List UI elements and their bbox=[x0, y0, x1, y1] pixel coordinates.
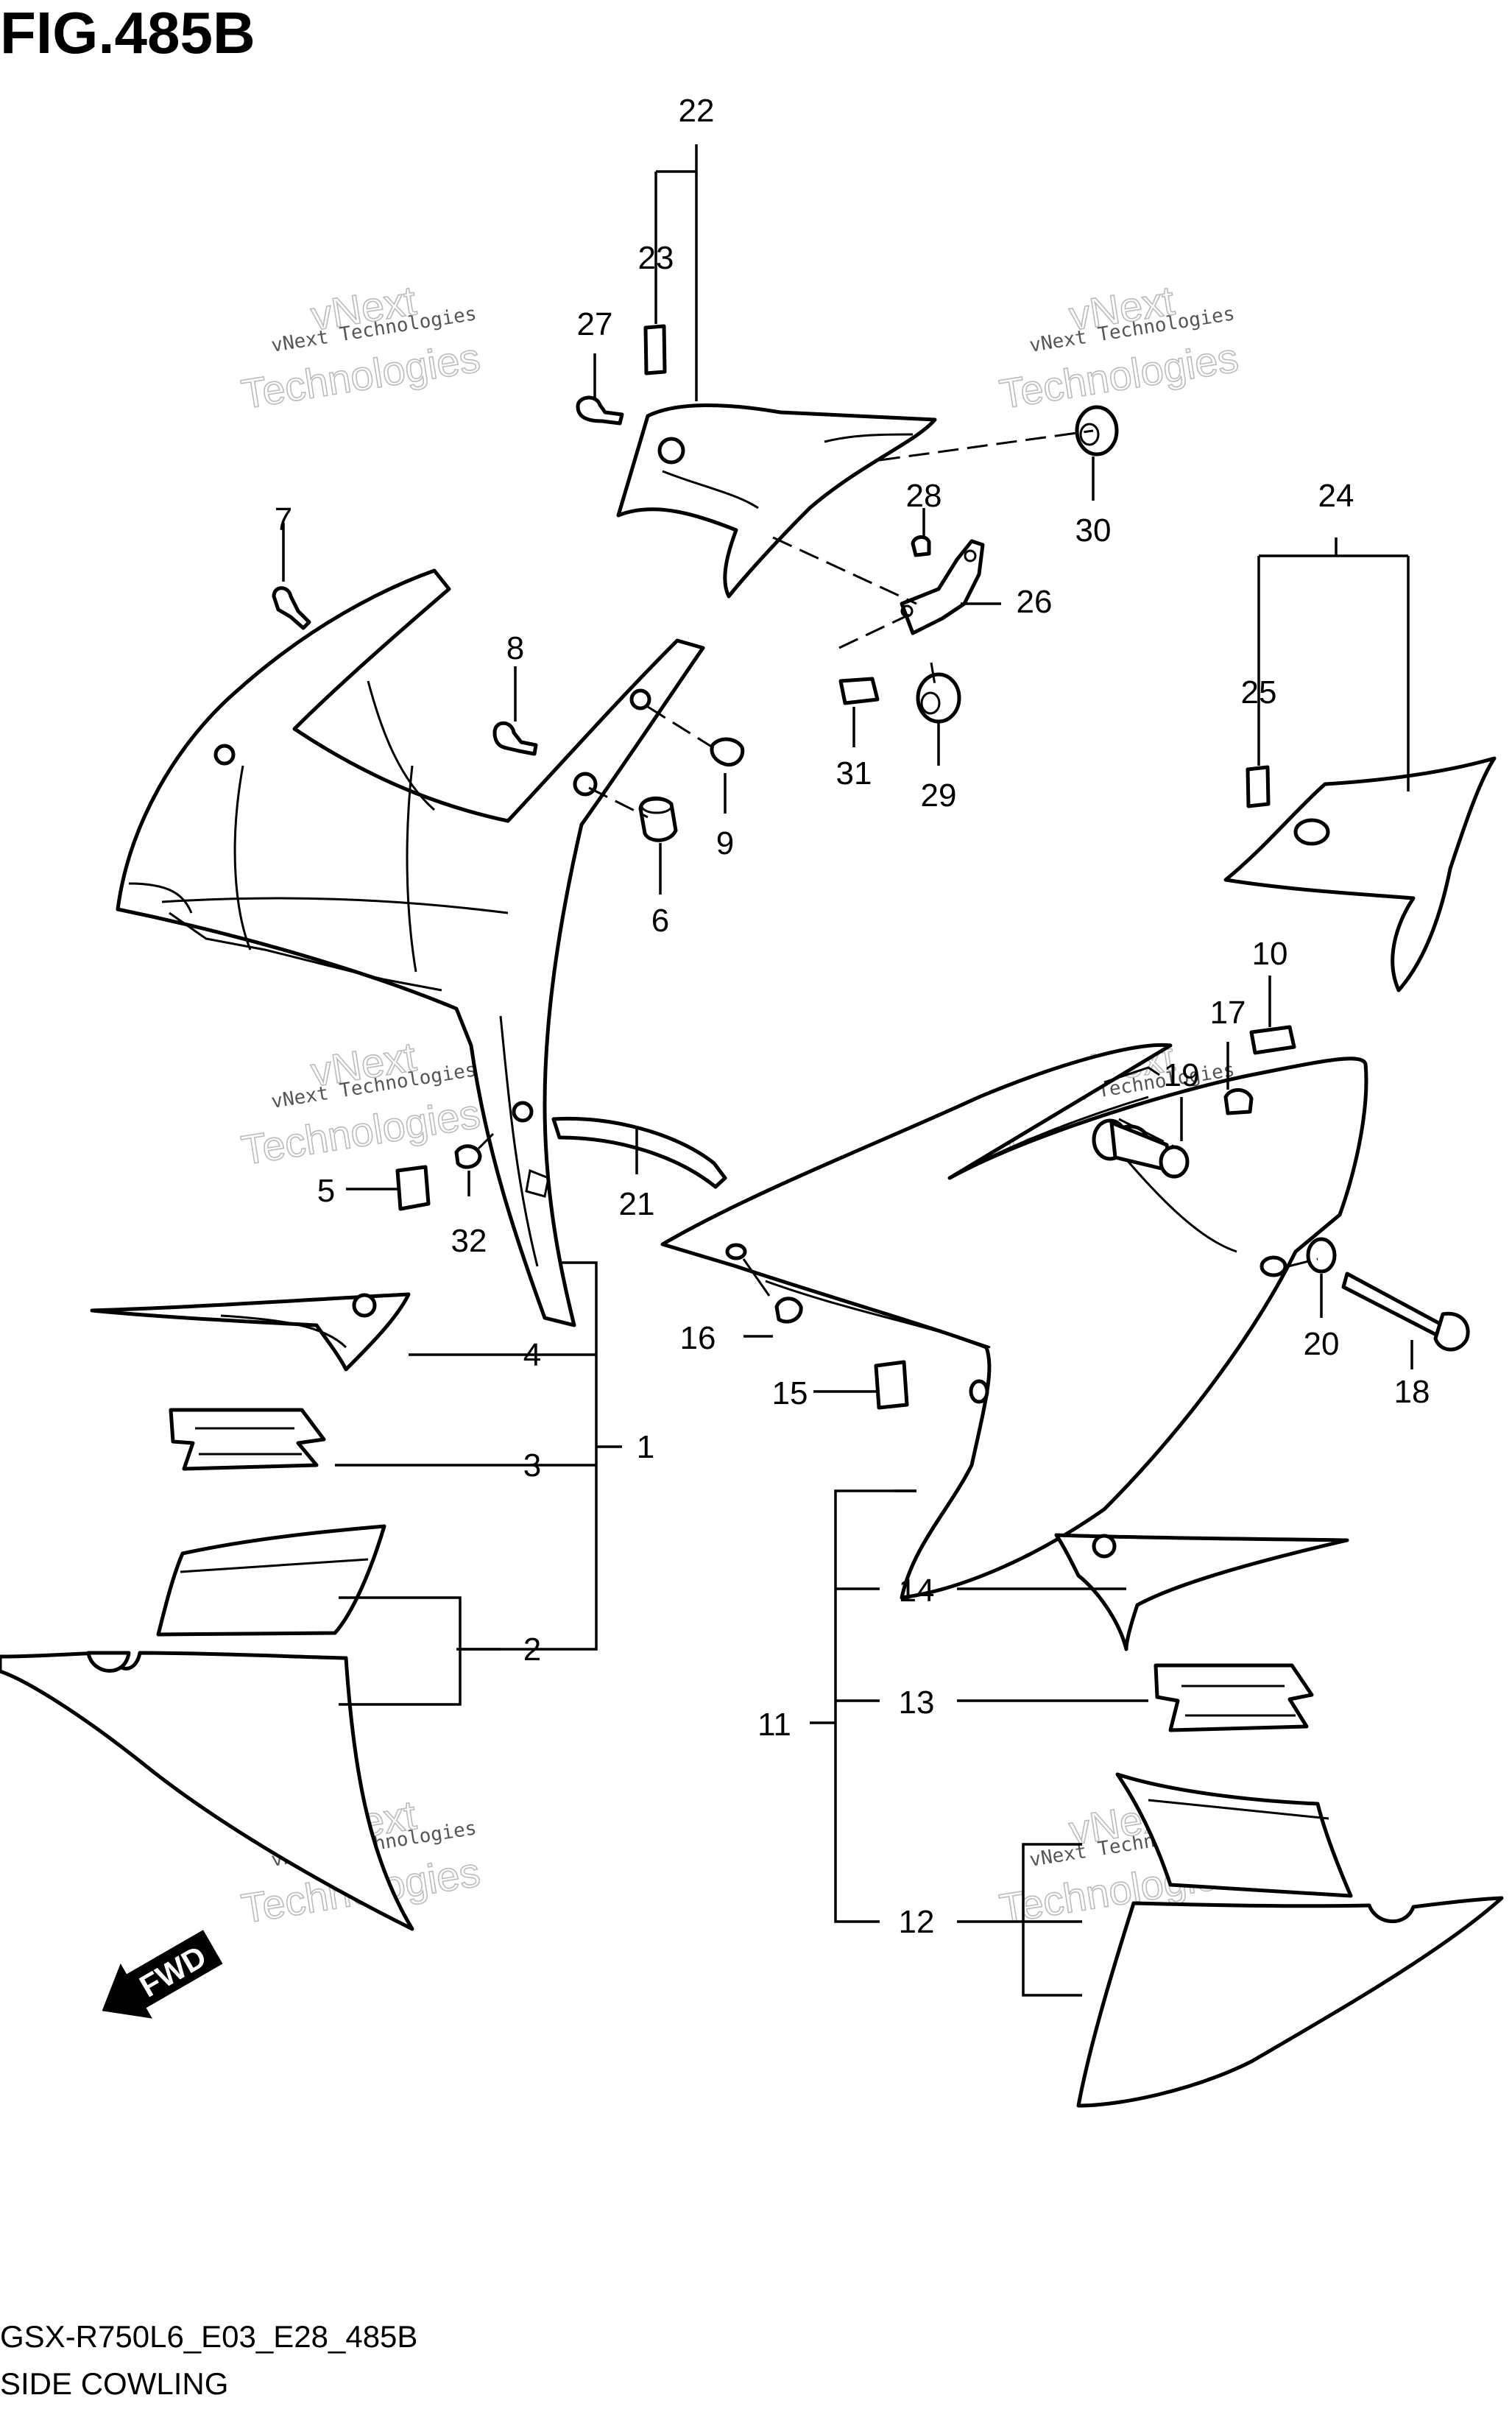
callout-22: 22 bbox=[679, 93, 715, 129]
diagram-name: SIDE COWLING bbox=[0, 2366, 228, 2401]
callout-1: 1 bbox=[637, 1429, 654, 1465]
callout-8: 8 bbox=[506, 630, 524, 666]
grommet-29 bbox=[916, 672, 961, 724]
callout-28: 28 bbox=[906, 478, 942, 514]
inner-panel-22 bbox=[616, 403, 937, 599]
trim-21 bbox=[551, 1116, 727, 1189]
grommet-30 bbox=[1075, 405, 1119, 456]
callout-21: 21 bbox=[619, 1186, 655, 1222]
watermark-2: vNext Technologies vNext Technologies bbox=[996, 276, 1242, 417]
callout-14: 14 bbox=[899, 1573, 935, 1609]
callout-5: 5 bbox=[317, 1173, 335, 1209]
bolt-7 bbox=[272, 586, 311, 630]
screw-32 bbox=[454, 1132, 495, 1169]
inner-panel-24 bbox=[1223, 756, 1497, 992]
callout-7: 7 bbox=[275, 501, 292, 537]
decal-12-upper bbox=[1115, 1772, 1353, 1898]
fwd-arrow: FWD bbox=[102, 1930, 223, 2019]
bracket-26 bbox=[900, 539, 985, 635]
callout-30: 30 bbox=[1075, 512, 1112, 549]
callout-17: 17 bbox=[1210, 995, 1246, 1031]
callout-15: 15 bbox=[772, 1375, 808, 1411]
washer-20 bbox=[1306, 1237, 1337, 1274]
watermark-1: vNext Technologies vNext Technologies bbox=[238, 276, 484, 417]
callout-24: 24 bbox=[1318, 478, 1354, 514]
diagram-code: GSX-R750L6_E03_E28_485B bbox=[0, 2319, 417, 2354]
callout-16: 16 bbox=[680, 1320, 716, 1356]
callout-13: 13 bbox=[899, 1685, 935, 1721]
grommet-17 bbox=[1223, 1088, 1254, 1115]
decal-13 bbox=[1154, 1663, 1314, 1732]
callout-25: 25 bbox=[1241, 674, 1277, 710]
decal-2-lower bbox=[0, 1651, 414, 1931]
pad-10 bbox=[1249, 1025, 1296, 1055]
callout-32: 32 bbox=[451, 1223, 487, 1259]
watermark-3: vNext Technologies vNext Technologies bbox=[238, 1032, 484, 1174]
decal-4 bbox=[90, 1292, 411, 1372]
nut-15 bbox=[874, 1360, 909, 1410]
callout-31: 31 bbox=[836, 755, 872, 791]
bolt-27 bbox=[576, 395, 624, 426]
grommet-6 bbox=[638, 796, 678, 842]
arrow-shape bbox=[102, 1930, 223, 2019]
nut-5 bbox=[395, 1165, 431, 1211]
left-side-cowling bbox=[116, 568, 705, 1327]
callout-10: 10 bbox=[1252, 936, 1288, 972]
grommet-9 bbox=[710, 737, 745, 767]
callout-2: 2 bbox=[523, 1632, 541, 1668]
callout-23: 23 bbox=[638, 240, 674, 276]
callout-18: 18 bbox=[1394, 1374, 1430, 1410]
pad-31 bbox=[838, 677, 880, 705]
tag-23 bbox=[643, 324, 667, 375]
callout-6: 6 bbox=[651, 903, 669, 939]
callout-19: 19 bbox=[1164, 1057, 1200, 1093]
callout-27: 27 bbox=[577, 306, 613, 342]
bolt-8 bbox=[492, 721, 538, 756]
decal-2-upper bbox=[156, 1524, 386, 1637]
callouts: 22 23 27 28 30 24 7 26 8 25 31 29 9 6 10… bbox=[275, 93, 1430, 1940]
decal-3 bbox=[169, 1408, 326, 1471]
bolt-18 bbox=[1341, 1271, 1470, 1352]
callout-29: 29 bbox=[921, 777, 957, 814]
callout-20: 20 bbox=[1304, 1326, 1340, 1362]
figure-title: FIG.485B bbox=[0, 0, 255, 66]
screw-16 bbox=[742, 1258, 803, 1324]
tag-25 bbox=[1246, 765, 1271, 808]
callout-9: 9 bbox=[716, 825, 734, 861]
callout-12: 12 bbox=[899, 1904, 935, 1940]
right-side-cowling bbox=[660, 1043, 1368, 1600]
collar-19 bbox=[1092, 1118, 1190, 1179]
callout-4: 4 bbox=[523, 1337, 541, 1373]
callout-11: 11 bbox=[757, 1707, 791, 1743]
bolt-28 bbox=[911, 535, 931, 557]
callout-26: 26 bbox=[1017, 584, 1053, 620]
leader-lines bbox=[282, 144, 1413, 1997]
decal-12-lower bbox=[1076, 1896, 1504, 2108]
decal-14 bbox=[1054, 1533, 1349, 1651]
callout-3: 3 bbox=[523, 1447, 541, 1484]
